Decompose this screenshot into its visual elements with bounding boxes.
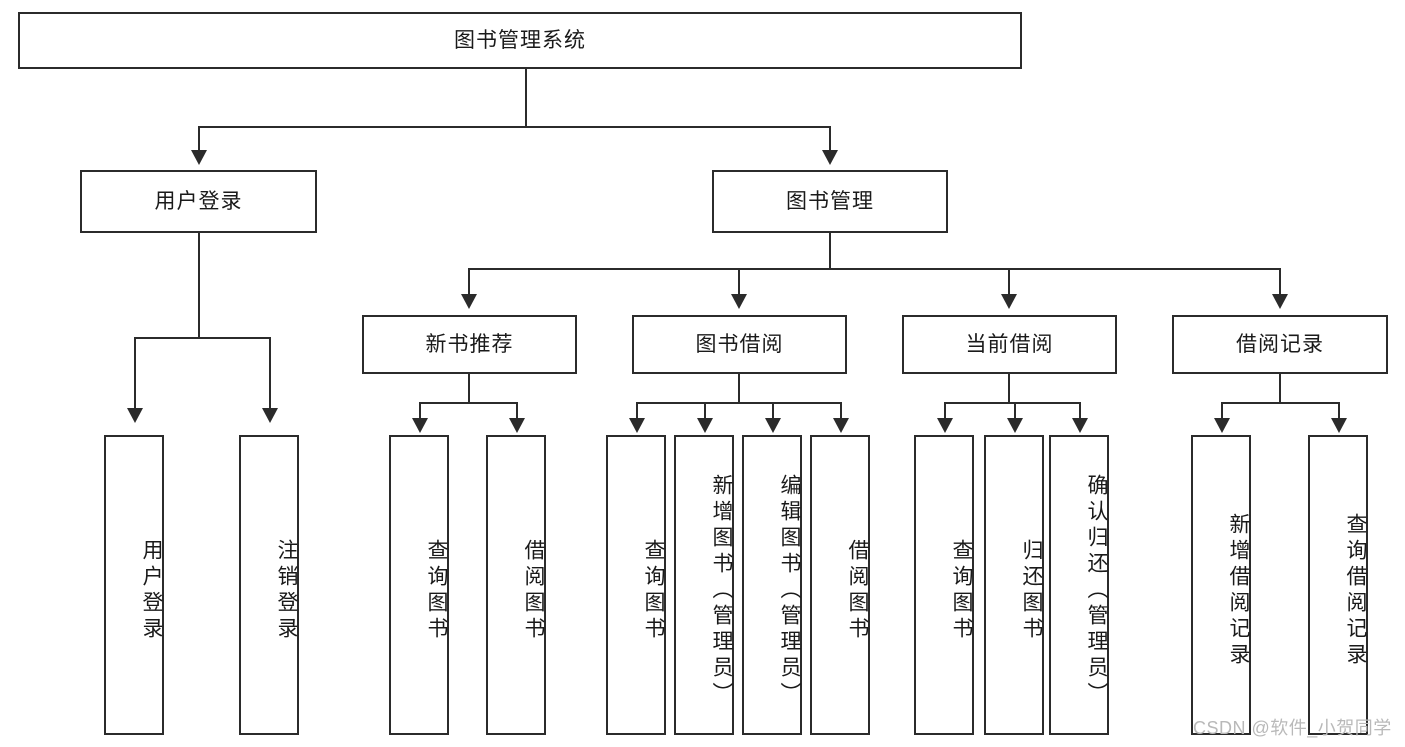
node-label: 借阅记录 [1236, 332, 1324, 356]
node-label: 新增图书（管理员） [710, 474, 733, 708]
connector-user-login-stem [198, 233, 200, 338]
arrowhead-book-borrow [731, 294, 747, 309]
node-label: 注销登录 [275, 539, 298, 643]
arrowhead-book-borrow-leaf-0 [629, 418, 645, 433]
connector-borrow-record-to-leaf-0 [1221, 402, 1223, 420]
leaf-new-book-query-book[interactable]: 查询图书 [389, 435, 449, 735]
node-user-login[interactable]: 用户登录 [80, 170, 317, 233]
node-label: 图书管理系统 [454, 28, 586, 52]
leaf-book-borrow-borrow-book[interactable]: 借阅图书 [810, 435, 870, 735]
connector-user-login-rail [134, 337, 270, 339]
arrowhead-book-borrow-leaf-2 [765, 418, 781, 433]
node-label: 图书借阅 [695, 332, 784, 356]
connector-book-mgmt-stem [829, 233, 831, 269]
arrowhead-borrow-record-leaf-1 [1331, 418, 1347, 433]
arrowhead-current-borrow-leaf-2 [1072, 418, 1088, 433]
arrowhead-book-borrow-leaf-3 [833, 418, 849, 433]
leaf-user-login-login[interactable]: 用户登录 [104, 435, 164, 735]
arrowhead-current-borrow-leaf-1 [1007, 418, 1023, 433]
connector-root-to-book-mgmt [829, 126, 831, 152]
arrowhead-new-book-recommend [461, 294, 477, 309]
leaf-user-login-logout[interactable]: 注销登录 [239, 435, 299, 735]
connector-user-login-to-leaf-1 [269, 337, 271, 410]
node-label: 查询图书 [425, 539, 448, 643]
connector-book-mgmt-to-new-book [468, 268, 470, 296]
arrowhead-current-borrow-leaf-0 [937, 418, 953, 433]
connector-root-rail [198, 126, 830, 128]
node-new-book-recommend[interactable]: 新书推荐 [362, 315, 577, 374]
node-label: 图书管理 [786, 189, 874, 213]
leaf-current-borrow-confirm-return-admin[interactable]: 确认归还（管理员） [1049, 435, 1109, 735]
connector-current-borrow-stem [1008, 374, 1010, 403]
leaf-new-book-borrow-book[interactable]: 借阅图书 [486, 435, 546, 735]
node-label: 借阅图书 [522, 539, 545, 643]
node-label: 用户登录 [154, 189, 243, 213]
node-book-management[interactable]: 图书管理 [712, 170, 948, 233]
connector-book-mgmt-to-borrow-record [1279, 268, 1281, 296]
connector-current-borrow-to-leaf-2 [1079, 402, 1081, 420]
connector-current-borrow-to-leaf-1 [1014, 402, 1016, 420]
node-label: 确认归还（管理员） [1085, 474, 1108, 708]
connector-book-mgmt-to-book-borrow [738, 268, 740, 296]
node-label: 借阅图书 [846, 539, 869, 643]
connector-new-book-rail [419, 402, 517, 404]
connector-current-borrow-to-leaf-0 [944, 402, 946, 420]
leaf-current-borrow-return-book[interactable]: 归还图书 [984, 435, 1044, 735]
node-label: 当前借阅 [965, 332, 1054, 356]
node-label: 新增借阅记录 [1227, 513, 1250, 669]
node-label: 查询图书 [642, 539, 665, 643]
arrowhead-book-mgmt [822, 150, 838, 165]
arrowhead-user-login-leaf-0 [127, 408, 143, 423]
connector-current-borrow-rail [944, 402, 1080, 404]
node-borrow-record[interactable]: 借阅记录 [1172, 315, 1388, 374]
leaf-borrow-record-add-record[interactable]: 新增借阅记录 [1191, 435, 1251, 735]
connector-borrow-record-to-leaf-1 [1338, 402, 1340, 420]
node-label: 查询借阅记录 [1344, 513, 1367, 669]
connector-new-book-to-leaf-1 [516, 402, 518, 420]
node-label: 编辑图书（管理员） [778, 474, 801, 708]
connector-borrow-record-stem [1279, 374, 1281, 403]
connector-book-borrow-to-leaf-2 [772, 402, 774, 420]
arrowhead-user-login-leaf-1 [262, 408, 278, 423]
arrowhead-new-book-leaf-1 [509, 418, 525, 433]
connector-book-borrow-rail [636, 402, 842, 404]
connector-new-book-stem [468, 374, 470, 403]
connector-book-borrow-to-leaf-3 [840, 402, 842, 420]
connector-borrow-record-rail [1221, 402, 1339, 404]
csdn-watermark: CSDN @软件_小贺同学 [1193, 718, 1392, 738]
node-label: 用户登录 [140, 539, 163, 643]
arrowhead-new-book-leaf-0 [412, 418, 428, 433]
connector-user-login-to-leaf-0 [134, 337, 136, 410]
connector-book-mgmt-to-current-borrow [1008, 268, 1010, 296]
leaf-borrow-record-query-record[interactable]: 查询借阅记录 [1308, 435, 1368, 735]
connector-book-borrow-to-leaf-1 [704, 402, 706, 420]
node-root-system[interactable]: 图书管理系统 [18, 12, 1022, 69]
connector-new-book-to-leaf-0 [419, 402, 421, 420]
node-label: 归还图书 [1020, 539, 1043, 643]
connector-book-mgmt-rail [468, 268, 1280, 270]
arrowhead-borrow-record [1272, 294, 1288, 309]
arrowhead-user-login [191, 150, 207, 165]
node-current-borrow[interactable]: 当前借阅 [902, 315, 1117, 374]
arrowhead-borrow-record-leaf-0 [1214, 418, 1230, 433]
leaf-book-borrow-add-book-admin[interactable]: 新增图书（管理员） [674, 435, 734, 735]
node-book-borrow[interactable]: 图书借阅 [632, 315, 847, 374]
node-label: 查询图书 [950, 539, 973, 643]
leaf-current-borrow-query-book[interactable]: 查询图书 [914, 435, 974, 735]
arrowhead-current-borrow [1001, 294, 1017, 309]
connector-book-borrow-stem [738, 374, 740, 403]
leaf-book-borrow-query-book[interactable]: 查询图书 [606, 435, 666, 735]
arrowhead-book-borrow-leaf-1 [697, 418, 713, 433]
connector-root-to-user-login [198, 126, 200, 152]
node-label: 新书推荐 [425, 332, 514, 356]
connector-book-borrow-to-leaf-0 [636, 402, 638, 420]
connector-root-stem [525, 69, 527, 127]
leaf-book-borrow-edit-book-admin[interactable]: 编辑图书（管理员） [742, 435, 802, 735]
